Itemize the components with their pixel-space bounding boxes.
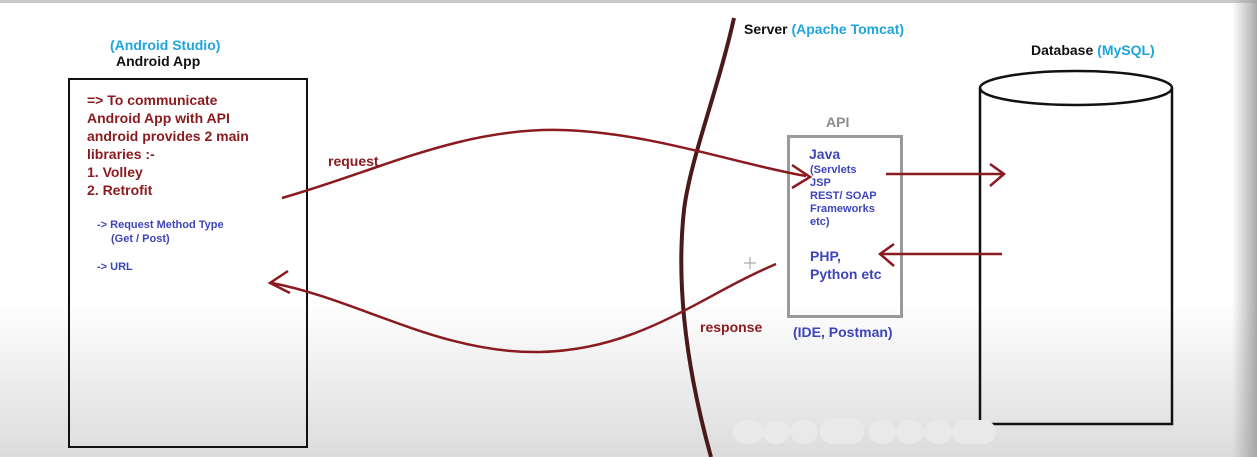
android-line: Android App with API xyxy=(87,110,230,126)
url-item: -> URL xyxy=(97,261,133,273)
api-python: Python etc xyxy=(810,266,882,282)
database-tool: (MySQL) xyxy=(1097,42,1155,58)
server-label-text: Server xyxy=(744,21,788,37)
api-java-detail: JSP xyxy=(810,177,831,189)
android-line: 2. Retrofit xyxy=(87,182,153,198)
api-tools: (IDE, Postman) xyxy=(793,324,893,340)
android-description: => To communicate Android App with API a… xyxy=(87,91,249,199)
response-label: response xyxy=(700,319,763,335)
request-method-type: -> Request Method Type xyxy=(97,219,224,231)
android-line: android provides 2 main xyxy=(87,128,249,144)
response-arrow xyxy=(267,262,777,354)
request-arrow xyxy=(281,128,813,200)
api-java-detail: REST/ SOAP xyxy=(810,190,877,202)
api-java-detail: (Servlets xyxy=(810,164,857,176)
android-app-box xyxy=(68,78,308,448)
database-cylinder xyxy=(978,69,1174,426)
db-to-api-arrow xyxy=(877,242,1002,267)
request-label: request xyxy=(328,153,379,169)
bottom-shade xyxy=(0,300,1257,457)
crosshair-cursor-icon xyxy=(744,257,756,269)
api-to-db-arrow xyxy=(886,162,1007,187)
top-border xyxy=(0,0,1257,3)
api-java-detail: Frameworks xyxy=(810,203,875,215)
api-java-detail: etc) xyxy=(810,216,830,228)
android-line: 1. Volley xyxy=(87,164,143,180)
server-label: Server (Apache Tomcat) xyxy=(744,21,904,37)
api-java: Java xyxy=(809,146,841,162)
blurred-watermark xyxy=(732,418,996,444)
android-line: => To communicate xyxy=(87,92,218,108)
server-boundary-curve xyxy=(679,17,736,457)
android-tool-label: (Android Studio) xyxy=(110,37,221,53)
android-app-title: Android App xyxy=(116,53,201,69)
api-php: PHP, xyxy=(810,248,841,264)
database-label: Database (MySQL) xyxy=(1031,42,1155,58)
android-line: libraries :- xyxy=(87,146,155,162)
database-label-text: Database xyxy=(1031,42,1094,58)
request-method-values: (Get / Post) xyxy=(111,233,170,245)
api-java-details: (Servlets JSP REST/ SOAP Frameworks etc) xyxy=(810,164,877,229)
api-box xyxy=(787,135,903,318)
api-title: API xyxy=(826,114,850,130)
server-tool: (Apache Tomcat) xyxy=(791,21,905,37)
right-edge-shade xyxy=(1232,0,1257,457)
